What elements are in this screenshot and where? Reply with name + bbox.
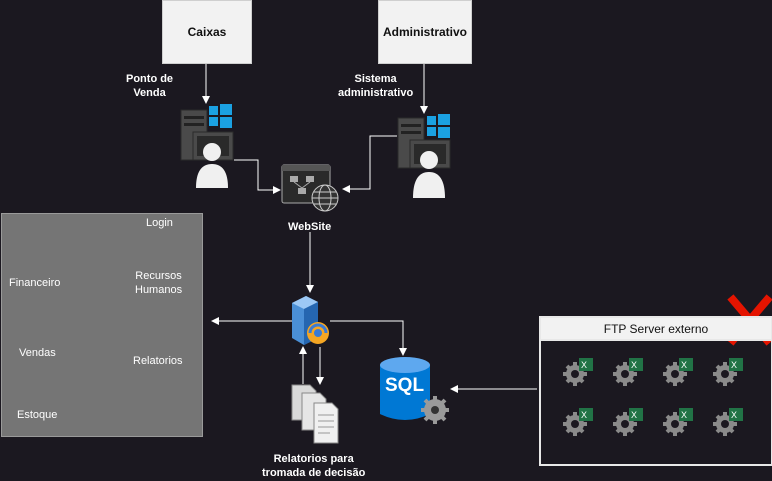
excel-gear-icon: X [613,408,643,436]
caixas-box[interactable]: Caixas [162,0,252,64]
svg-text:X: X [581,360,587,370]
excel-gear-icon: X [563,408,593,436]
ftp-server-panel: FTP Server externo X X [539,316,772,466]
edge-server-sql [330,320,407,356]
svg-text:X: X [631,360,637,370]
app-server-icon [292,296,329,345]
ftp-title: FTP Server externo [541,318,771,341]
excel-gear-icon: X [663,408,693,436]
svg-text:X: X [631,410,637,420]
svg-text:X: X [581,410,587,420]
sql-database-icon [380,357,449,424]
module-relatorios[interactable]: Relatorios [133,355,183,367]
administrativo-label: Administrativo [382,25,467,39]
excel-gear-icon: X [713,408,743,436]
pdv-workstation-icon [180,104,234,188]
sql-text: SQL [385,375,425,396]
module-financeiro[interactable]: Financeiro [9,277,61,289]
excel-gear-icon: X [613,358,643,386]
windows-icon [209,104,232,128]
admin-workstation-icon [397,114,451,198]
svg-text:X: X [681,410,687,420]
edge-sistema-website [342,135,397,193]
svg-text:X: X [681,360,687,370]
documents-icon [291,384,339,444]
excel-gear-icon: X [713,358,743,386]
website-label: WebSite [288,221,332,233]
edge-pdv-website [234,159,281,194]
administrativo-box[interactable]: Administrativo [378,0,472,64]
excel-gear-icon: X [563,358,593,386]
excel-gear-icon: X [663,358,693,386]
module-estoque[interactable]: Estoque [17,409,58,421]
svg-text:X: X [731,360,737,370]
svg-text:X: X [731,410,737,420]
module-vendas[interactable]: Vendas [19,347,56,359]
windows-icon [427,114,450,138]
module-login[interactable]: Login [146,217,173,229]
caixas-label: Caixas [187,25,227,39]
website-icon [281,164,339,212]
ftp-files: X X X [563,358,743,436]
